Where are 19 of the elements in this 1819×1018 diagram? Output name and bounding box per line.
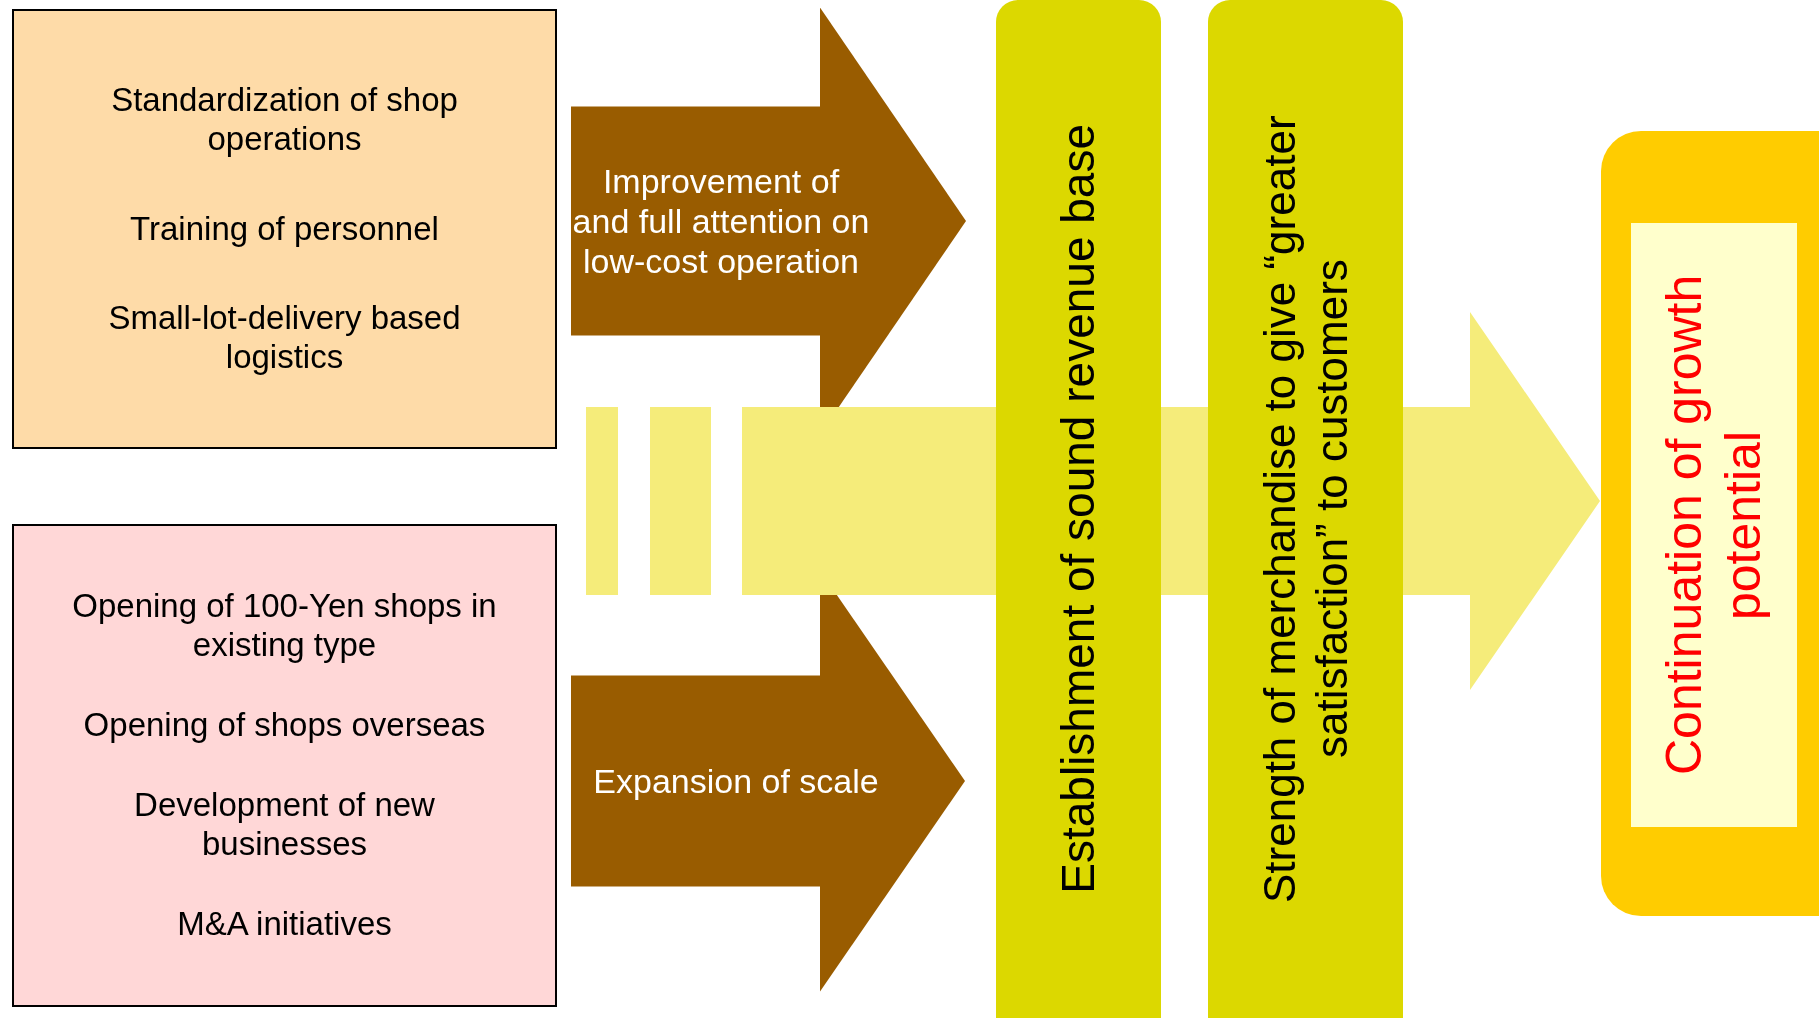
goal-text: Continuation of growth potential <box>1655 273 1772 778</box>
block-arrow <box>586 312 1600 690</box>
pillar-bar <box>1208 0 1403 1018</box>
pillar-bar <box>996 0 1161 1018</box>
arrow-label: Improvement of and full attention on low-cost operation <box>571 161 871 282</box>
list-item-text: M&A initiatives <box>177 904 392 944</box>
list-box <box>12 9 557 449</box>
pillar-text: Strength of merchandise to give “greater satisfaction” to customers <box>1253 114 1357 905</box>
list-item-text: Opening of shops overseas <box>83 706 486 745</box>
goal-frame <box>1601 131 1819 916</box>
list-item-text: Standardization of shop operations <box>110 81 459 160</box>
list-item-text: Training of personnel <box>130 209 439 249</box>
pillar-text: Establishment of sound revenue base <box>1051 124 1106 894</box>
list-item-text: Development of new businesses <box>133 786 436 864</box>
arrow-label: Expansion of scale <box>592 761 880 802</box>
list-box <box>12 524 557 1007</box>
goal-panel <box>1631 223 1797 827</box>
list-item-text: Opening of 100-Yen shops in existing type <box>71 587 498 665</box>
list-item-text: Small-lot-delivery based logistics <box>107 298 462 377</box>
